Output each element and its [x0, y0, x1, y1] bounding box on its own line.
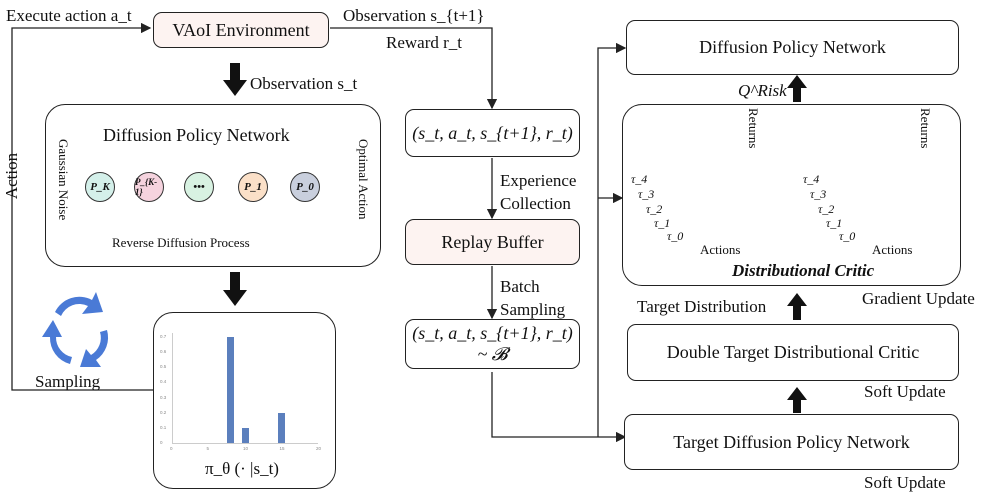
chart-bar	[241, 427, 249, 443]
sampling-label: Sampling	[35, 372, 101, 391]
trunk-line	[597, 42, 627, 437]
chart-x-tick: 20	[316, 446, 322, 451]
chart-y-tick: 0.7	[160, 334, 167, 339]
tau1-left: τ_1	[654, 216, 671, 230]
batch-label-2: Sampling	[500, 300, 566, 319]
tuple-bottom-box: (s_t, a_t, s_{t+1}, r_t) ~ 𝓑	[405, 319, 580, 369]
returns-label-right: Returns	[918, 108, 933, 149]
node-pk: P_K	[85, 172, 115, 202]
action-feedback-line	[11, 22, 155, 391]
chart-y-tick: 0.3	[160, 394, 167, 400]
block-arrows	[223, 63, 807, 413]
replay-buffer-box: Replay Buffer	[405, 219, 580, 265]
policy-label: π_θ (· |s_t)	[205, 459, 279, 478]
dpn-top-box: Diffusion Policy Network	[626, 20, 959, 75]
tau3-left: τ_3	[638, 187, 655, 201]
execute-action-label: Execute action a_t	[6, 6, 132, 25]
double-target-label: Double Target Distributional Critic	[666, 342, 920, 362]
policy-chart: 0 0.1 0.2 0.3 0.4 0.5 0.6 0.7 0 5 10 15 20	[160, 333, 321, 451]
chart-y-axis	[172, 333, 173, 443]
target-dpn-box: Target Diffusion Policy Network	[624, 414, 959, 470]
batch-label-1: Batch	[500, 277, 540, 296]
soft-update-label-1: Soft Update	[864, 382, 946, 401]
tau2-right: τ_2	[818, 202, 835, 216]
dpn-title: Diffusion Policy Network	[103, 125, 290, 145]
vaoi-environment-box: VAoI Environment	[153, 12, 329, 48]
chart-bar	[226, 337, 234, 443]
policy-distribution-box	[153, 312, 336, 489]
gradient-update-label: Gradient Update	[862, 289, 975, 308]
sampling-cycle-icon	[42, 292, 109, 367]
tau4-left: τ_4	[631, 172, 648, 186]
target-distribution-label: Target Distribution	[637, 297, 767, 316]
experience-label-1: Experience	[500, 171, 577, 190]
target-dpn-label: Target Diffusion Policy Network	[673, 431, 910, 452]
optimal-action-label: Optimal Action	[356, 139, 371, 220]
node-p0: P_0	[290, 172, 320, 202]
node-p1: P_1	[238, 172, 268, 202]
actions-label-left: Actions	[700, 242, 741, 257]
chart-x-tick: 10	[243, 446, 249, 451]
chart-y-tick: 0.5	[160, 364, 167, 370]
node-pk-1: P_{K-1}	[134, 172, 164, 202]
chart-y-tick: 0.4	[160, 379, 167, 385]
reverse-process-label: Reverse Diffusion Process	[112, 235, 250, 250]
tuple-top-label: (s_t, a_t, s_{t+1}, r_t)	[412, 122, 573, 143]
distributional-critic-box	[622, 104, 961, 286]
node-dots: •••	[184, 172, 214, 202]
q-risk-label: Q^Risk	[738, 81, 787, 100]
actions-label-right: Actions	[872, 242, 913, 257]
dpn-top-label: Diffusion Policy Network	[699, 37, 886, 57]
experience-label-2: Collection	[500, 194, 571, 213]
chart-y-tick: 0.6	[160, 349, 167, 355]
observation-next-label: Observation s_{t+1}	[343, 6, 485, 25]
double-target-box: Double Target Distributional Critic	[627, 324, 959, 381]
chart-bar	[278, 412, 285, 443]
chart-x-tick: 0	[170, 446, 173, 451]
vaoi-environment-label: VAoI Environment	[172, 19, 310, 40]
returns-label-left: Returns	[746, 108, 761, 149]
reward-label: Reward r_t	[386, 33, 463, 52]
chart-y-tick: 0.2	[160, 409, 167, 415]
observation-to-tuple-line	[330, 27, 498, 110]
soft-update-label-2: Soft Update	[864, 473, 946, 492]
distributional-critic-label: Distributional Critic	[732, 261, 875, 280]
tau4-right: τ_4	[803, 172, 820, 186]
replay-buffer-label: Replay Buffer	[441, 231, 544, 252]
tau2-left: τ_2	[646, 202, 663, 216]
chart-y-tick: 0.1	[160, 424, 167, 430]
tau0-right: τ_0	[839, 229, 856, 243]
observation-t-label: Observation s_t	[250, 74, 358, 93]
action-vertical-label: Action	[2, 152, 21, 200]
gaussian-noise-label: Gaussian Noise	[56, 139, 71, 221]
tuple-bottom-label: (s_t, a_t, s_{t+1}, r_t) ~ 𝓑	[412, 323, 573, 364]
chart-x-axis	[172, 443, 318, 444]
chart-x-tick: 15	[279, 446, 285, 451]
tau1-right: τ_1	[826, 216, 843, 230]
tau0-left: τ_0	[667, 229, 684, 243]
tau3-right: τ_3	[810, 187, 827, 201]
batch-to-right-line	[491, 372, 627, 443]
chart-y-tick: 0	[160, 440, 163, 445]
tuple-top-box: (s_t, a_t, s_{t+1}, r_t)	[405, 109, 580, 157]
chart-x-tick: 5	[206, 446, 210, 451]
